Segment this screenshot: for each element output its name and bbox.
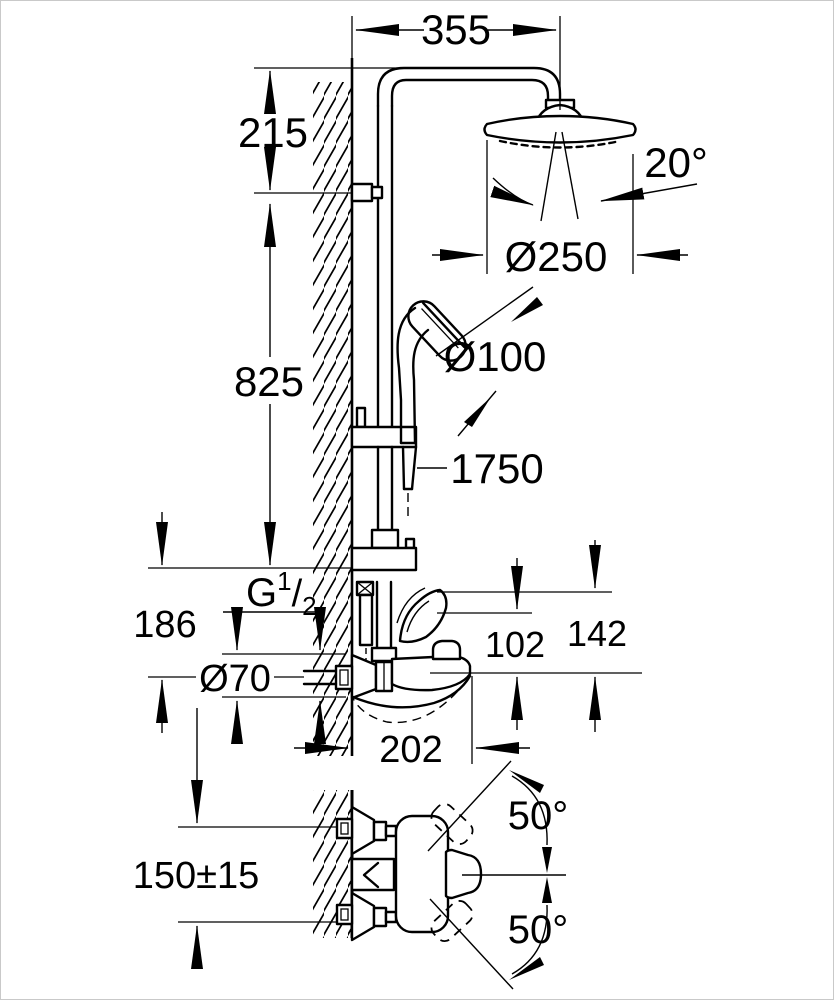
dim-spout-height: 102 (485, 624, 545, 665)
dim-head-diameter: Ø250 (505, 233, 608, 280)
wall-bracket (350, 182, 374, 203)
dim-spray-angle: 20° (644, 139, 708, 186)
spout-stream (351, 679, 468, 724)
dim-hose-length: 1750 (450, 445, 543, 492)
escutcheon-top-view-1 (350, 805, 376, 856)
cartridge-cap (431, 639, 462, 661)
dim-escutcheon-diameter: Ø70 (199, 658, 271, 700)
hand-shower-handle (396, 306, 417, 445)
dim-swivel-down: 50° (508, 908, 569, 952)
lever-phantom-down (430, 900, 474, 942)
rain-shower-head (483, 114, 637, 144)
lever-phantom-up (430, 803, 474, 845)
spout-top-view (350, 857, 396, 892)
dim-thread-label: G1/2 (246, 566, 317, 621)
dimensioning: 355 215 825 20° Ø250 Ø100 1750 (133, 6, 708, 969)
shower-column (350, 66, 637, 572)
mixer-lever (398, 588, 448, 644)
nozzle-row (498, 139, 622, 149)
mixer-side-view (302, 580, 472, 724)
mixer-top-view (335, 760, 566, 990)
lower-bracket (350, 546, 418, 572)
escutcheon-top-view-2 (350, 891, 376, 942)
dim-column-height: 825 (234, 358, 304, 405)
lever-knob-top-view (444, 848, 483, 900)
dim-spout-projection: 202 (379, 729, 442, 771)
dim-swivel-up: 50° (508, 794, 569, 838)
dim-handshower-diameter: Ø100 (444, 333, 547, 380)
dim-head-drop: 215 (238, 109, 308, 156)
dim-arm-projection: 355 (421, 6, 491, 53)
dim-connection-centers: 150±15 (133, 855, 260, 897)
dim-body-height: 142 (567, 613, 627, 654)
dim-outlet-offset: 186 (133, 604, 196, 646)
wall-upper (313, 58, 354, 756)
